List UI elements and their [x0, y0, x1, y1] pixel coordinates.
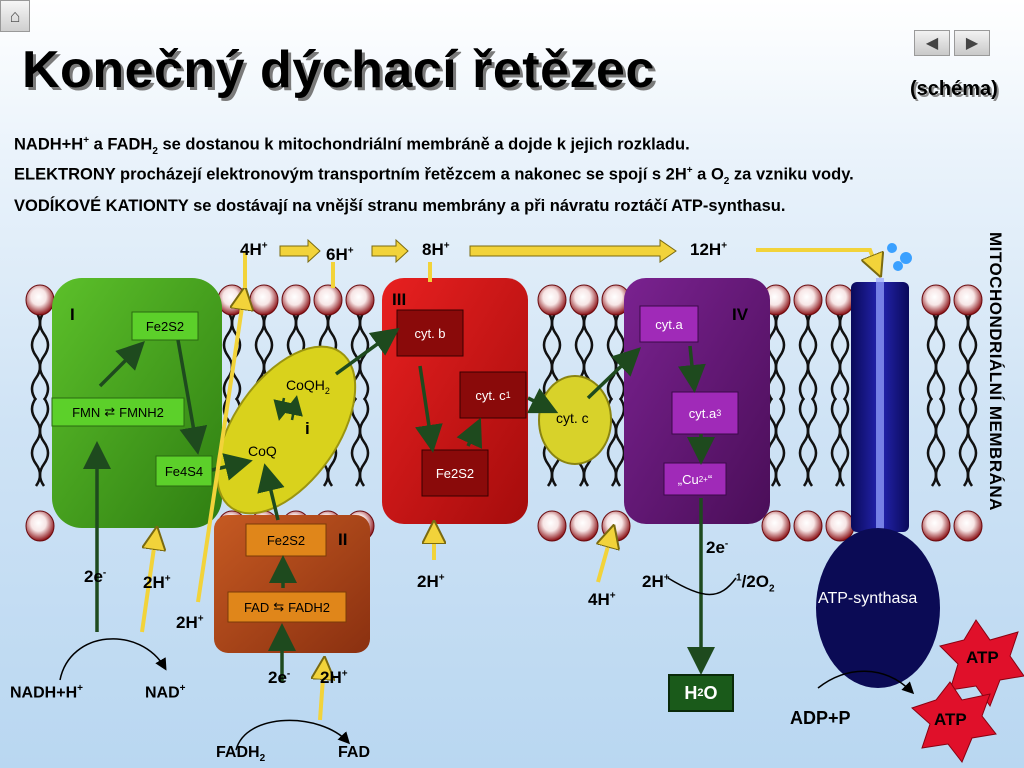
coqh2-label: CoQH2: [286, 377, 330, 396]
top-12h-label: 12H+: [690, 240, 728, 259]
atp-label-2: ATP: [934, 710, 967, 729]
proton-arrows: [140, 248, 878, 721]
complex-iv-4h-label: 4H+: [588, 590, 616, 609]
complex-iv-label: IV: [732, 305, 749, 324]
home-icon: ⌂: [9, 5, 21, 26]
electron-arrows: [83, 327, 715, 682]
atp-synthase-channel: [876, 278, 884, 534]
prev-slide-button[interactable]: ◀: [914, 30, 950, 56]
complex-iii-label: III: [392, 290, 407, 309]
top-8h-label: 8H+: [422, 240, 450, 259]
prev-icon: ◀: [925, 35, 939, 52]
complex-ii-2e-label: 2e-: [268, 668, 291, 687]
cyt-c-label: cyt. c: [556, 410, 589, 426]
adp-label: ADP+P: [790, 708, 851, 728]
complex-i-2h-lower-label: 2H+: [176, 613, 204, 632]
complex-ii-label: II: [338, 530, 348, 549]
nad-label: NAD+: [145, 683, 186, 702]
page-subtitle: (schéma): [910, 78, 998, 100]
atp-synthase-head: [816, 528, 940, 688]
complex-i-2h-label: 2H+: [143, 573, 171, 592]
top-4h-label: 4H+: [240, 240, 268, 259]
atp-synthase-label: ATP-synthasa: [818, 590, 918, 607]
coq-label: CoQ: [248, 443, 277, 459]
home-button[interactable]: ⌂: [0, 0, 30, 32]
fe2s2-box-i: Fe2S2: [145, 318, 185, 334]
intro-line-3: VODÍKOVÉ KATIONTY se dostávají na vnější…: [14, 197, 786, 215]
half-o2-label: 1/2O2: [736, 572, 775, 595]
fe2s2-box-iii: Fe2S2: [435, 465, 475, 481]
atp-label-1: ATP: [966, 648, 999, 667]
next-icon: ▶: [965, 35, 979, 52]
fe4s4-box: Fe4S4: [164, 463, 204, 479]
complex-iii-2h-label: 2H+: [417, 572, 445, 591]
intro-line-1: NADH+H+ a FADH2 se dostanou k mitochondr…: [14, 135, 690, 157]
complex-iv-2e-label: 2e-: [706, 538, 729, 557]
reaction-arrows: [59, 577, 915, 751]
top-proton-arrows: [279, 238, 677, 264]
fadh2-label: FADH2: [216, 744, 266, 765]
fe2s2-box-ii: Fe2S2: [266, 532, 306, 548]
complex-ii-2h-label: 2H+: [320, 668, 348, 687]
fad-box: FAD⇆FADH2: [243, 599, 331, 615]
membrane-label: MITOCHONDRIÁLNÍ MEMBRÁNA: [986, 232, 1005, 511]
nadh-label: NADH+H+: [10, 683, 83, 702]
lipid-bilayer: [25, 284, 983, 542]
coq-i-label: i: [305, 419, 310, 438]
next-slide-button[interactable]: ▶: [954, 30, 990, 56]
fmn-box: FMN⇄FMNH2: [72, 404, 164, 420]
fad-label: FAD: [338, 744, 370, 761]
proton-bubbles: [887, 243, 912, 271]
complex-iv-2h-label: 2H+: [642, 572, 670, 591]
atp-star-2: [911, 681, 997, 763]
atp-star-1: [939, 619, 1024, 708]
complex-i-2e-label: 2e-: [84, 567, 107, 586]
page-title: Konečný dýchací řetězec: [22, 41, 655, 99]
inner-boxes: [51, 305, 739, 623]
top-6h-label: 6H+: [326, 245, 354, 264]
cyt-b-box: cyt. b: [414, 325, 446, 341]
complex-i-label: I: [70, 305, 75, 324]
cyt-a-box: cyt.a: [655, 316, 683, 332]
intro-line-2: ELEKTRONY procházejí elektronovým transp…: [14, 165, 854, 187]
